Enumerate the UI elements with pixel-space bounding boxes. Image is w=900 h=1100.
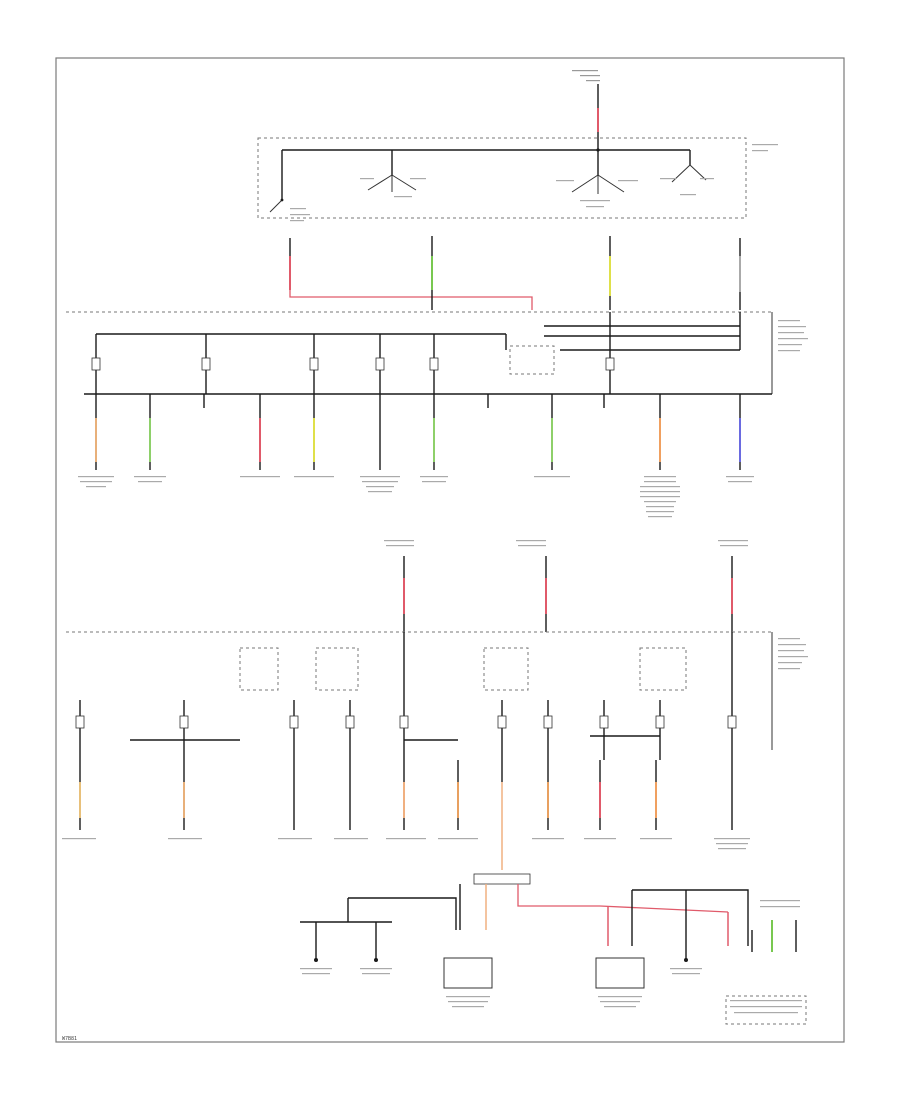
diagram-code: W7B81	[62, 1036, 77, 1042]
diagram-frame	[55, 57, 845, 1043]
fuse-block-lower	[66, 631, 808, 760]
upper-fuse-branches	[78, 334, 754, 518]
bottom-connector-network	[62, 838, 807, 1025]
ignition-switch-block	[257, 70, 778, 310]
lower-power-sources	[384, 540, 748, 632]
fuse-block-upper	[66, 311, 808, 395]
lower-output-wires	[79, 760, 733, 870]
